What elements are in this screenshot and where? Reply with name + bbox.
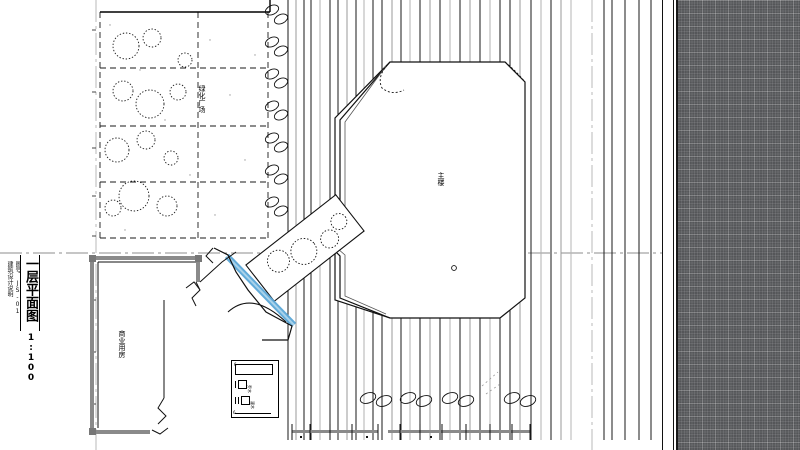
plan-label-left-building: 商业用房: [118, 330, 126, 358]
paper-space-sheet[interactable]: 商业用房 绿化广场 主楼 6 乔木 灌木 6: [0, 0, 676, 450]
titleblock-scale: 1:100: [26, 333, 36, 383]
landscape-planting-grid: [99, 0, 271, 239]
titleblock[interactable]: 一层平面图 1:100 建筑设计说明 图号 JS-01: [2, 255, 48, 383]
legend-row-label: 灌木: [250, 400, 255, 409]
parking-stall-symbols-column: [264, 4, 289, 217]
legend-tick-icon: [235, 381, 236, 388]
titleblock-rule: [20, 255, 21, 331]
legend-tick-icon: [238, 397, 239, 404]
legend-tick-icon: [235, 397, 236, 404]
legend-bottom-number: 6: [233, 410, 236, 415]
titleblock-sub-line-1: 建筑设计说明: [6, 261, 13, 297]
sheet-right-gutter: [662, 0, 676, 450]
selected-diagonal-line[interactable]: [0, 0, 676, 450]
rotated-detail-rectangle: [245, 194, 365, 302]
titleblock-title: 一层平面图: [23, 257, 38, 322]
model-space-left-edge: [676, 0, 678, 450]
model-space-grid-panel[interactable]: [676, 0, 800, 450]
legend-bottom-rule: [235, 413, 271, 414]
plan-label-upper-strip: 绿化广场: [198, 85, 206, 113]
legend-square-icon: [241, 396, 250, 405]
sheet-edge-line: [662, 0, 663, 450]
legend-row-label: 乔木: [247, 384, 252, 393]
legend-row: 灌木: [235, 396, 260, 409]
legend-top-field: [235, 364, 273, 375]
titleblock-sub-line-2: 图号 JS-01: [14, 261, 21, 315]
bottom-dimension-strip: [291, 424, 531, 440]
sheet-edge-line: [673, 0, 674, 450]
legend-top-number: 6: [234, 362, 237, 367]
plan-label-center-building: 主楼: [437, 172, 445, 186]
left-building-block: [89, 251, 237, 435]
legend-square-icon: [238, 380, 247, 389]
titleblock-rule: [39, 255, 40, 331]
bottom-parking-symbols: [359, 371, 537, 407]
legend-box[interactable]: 6 乔木 灌木 6: [231, 360, 279, 418]
legend-row: 乔木: [235, 380, 257, 393]
